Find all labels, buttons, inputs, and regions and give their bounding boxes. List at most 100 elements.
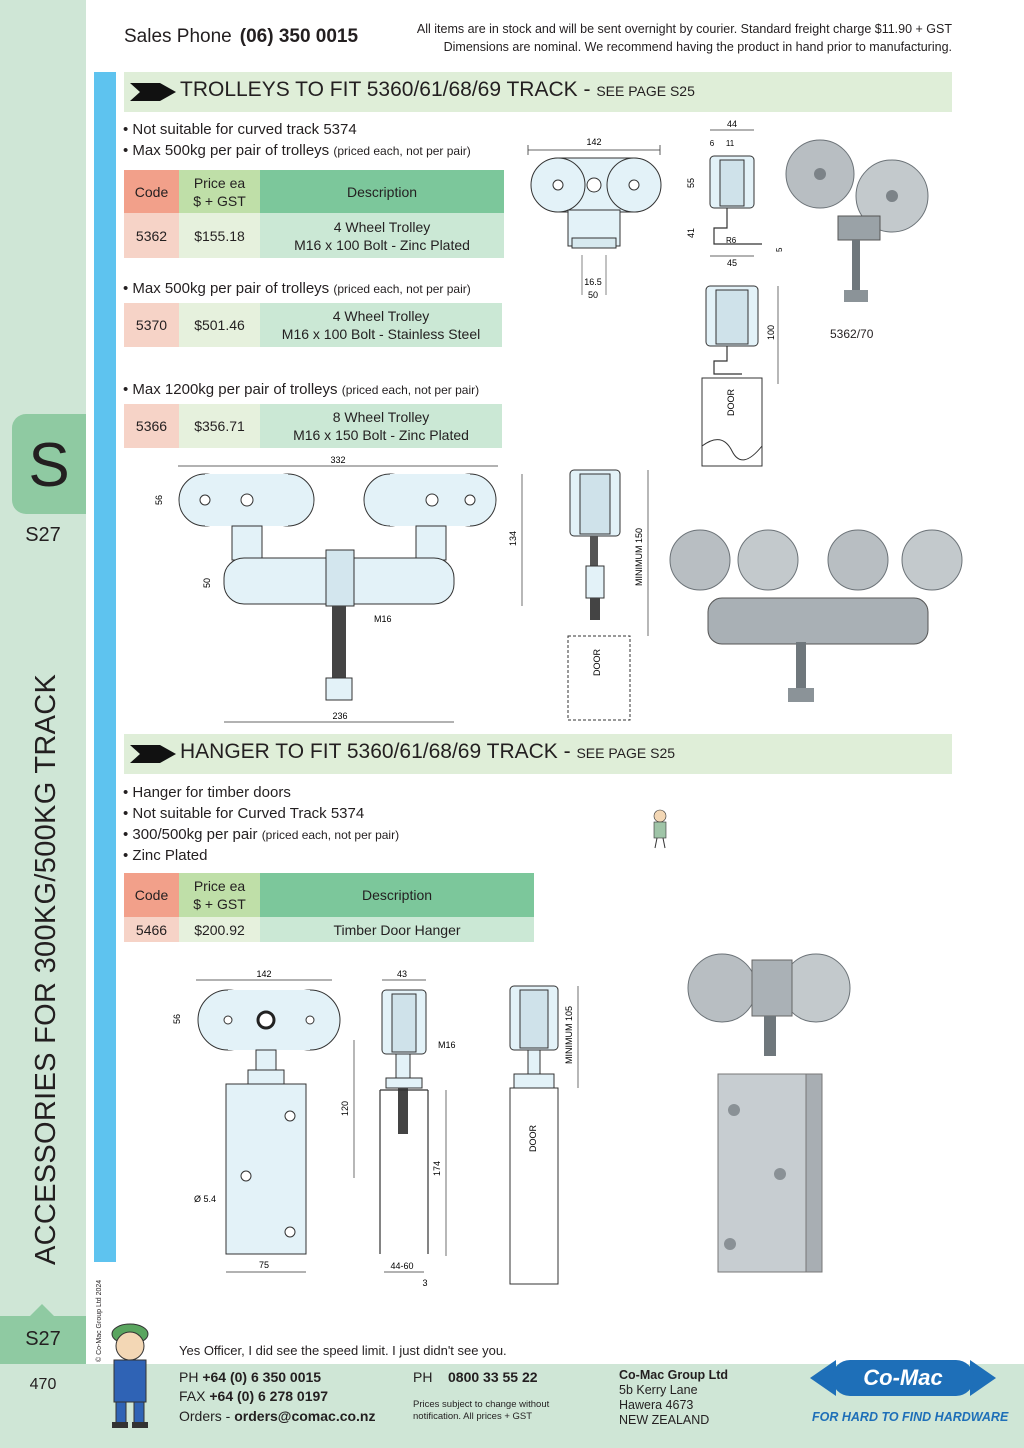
dim-3: 3 [422, 1278, 427, 1288]
footer-fax: FAX +64 (0) 6 278 0197 [179, 1388, 328, 1404]
dim-120: 120 [340, 1101, 350, 1116]
dim-43: 43 [397, 969, 407, 979]
trolleys-bullet-2: • Max 500kg per pair of trolleys (priced… [123, 142, 471, 159]
sales-phone: Sales Phone(06) 350 0015 [124, 26, 358, 48]
trolleys-title-text: TROLLEYS TO FIT 5360/61/68/69 TRACK - [180, 78, 597, 101]
dim-55: 55 [686, 178, 696, 188]
left-sidebar [0, 0, 86, 1448]
door-label-8w: DOOR [592, 648, 602, 676]
dim-142-h: 142 [256, 969, 271, 979]
dim-100: 100 [766, 325, 776, 340]
door-label: DOOR [726, 388, 736, 416]
desc-line-1: 8 Wheel Trolley [332, 409, 430, 425]
trolleys-see-page: SEE PAGE S25 [596, 83, 695, 99]
fax-label: FAX [179, 1388, 206, 1404]
header-price-2: $ + GST [193, 192, 246, 209]
fax-value: +64 (0) 6 278 0197 [209, 1388, 329, 1404]
door-label-h: DOOR [528, 1124, 538, 1152]
header-description: Description [260, 873, 534, 917]
brand-tagline: FOR HARD TO FIND HARDWARE [812, 1410, 1009, 1424]
blue-accent-bar [94, 72, 116, 1262]
sales-phone-label: Sales Phone [124, 26, 232, 47]
desc-line-2: M16 x 150 Bolt - Zinc Plated [293, 427, 469, 443]
address-line-3: NEW ZEALAND [619, 1413, 710, 1427]
table-header-row: Code Price ea$ + GST Description [124, 873, 534, 917]
hanger-front-drawing: 142 56 120 Ø 5.4 75 [172, 969, 355, 1273]
row-code: 5370 [124, 303, 179, 347]
trolleys-title: TROLLEYS TO FIT 5360/61/68/69 TRACK - SE… [180, 78, 695, 102]
dim-16-5: 16.5 [584, 277, 602, 287]
trolley-photo [785, 139, 929, 302]
dim-m16-h: M16 [438, 1040, 456, 1050]
hanger-bullet-1: • Hanger for timber doors [123, 784, 291, 801]
footer-phone: PH +64 (0) 6 350 0015 [179, 1369, 321, 1385]
phone-label: PH [179, 1369, 199, 1385]
arrow-icon [130, 745, 176, 763]
row-price: $501.46 [179, 303, 260, 347]
footer-prices-note: Prices subject to change without notific… [413, 1399, 549, 1423]
dim-75: 75 [259, 1260, 269, 1270]
bullet-3-text: • Max 500kg per pair of trolleys [123, 280, 330, 297]
mascot-mini-icon [653, 809, 667, 849]
bullet-2-text: • Max 500kg per pair of trolleys [123, 142, 330, 159]
header-price-1: Price ea [193, 174, 246, 191]
table-header-row: Code Price ea$ + GST Description [124, 170, 504, 213]
mascot-icon [111, 1323, 149, 1428]
phone-value: +64 (0) 6 350 0015 [202, 1369, 322, 1385]
row-price: $356.71 [179, 404, 260, 448]
header-code: Code [124, 170, 179, 213]
dim-45: 45 [727, 258, 737, 268]
hanger-see-page: SEE PAGE S25 [576, 745, 676, 761]
dim-44-60: 44-60 [390, 1261, 413, 1271]
hanger-bullet-3: • 300/500kg per pair (priced each, not p… [123, 826, 399, 843]
section-letter: S [28, 431, 70, 500]
hanger-title: HANGER TO FIT 5360/61/68/69 TRACK - SEE … [180, 740, 675, 764]
dim-m16: M16 [374, 614, 392, 624]
comac-logo-icon: Co-Mac [810, 1360, 996, 1396]
table-row: 5466 $200.92 Timber Door Hanger [124, 917, 534, 942]
trolleys-bullet-1: • Not suitable for curved track 5374 [123, 121, 357, 138]
logo-text: Co-Mac [863, 1365, 942, 1390]
dim-hole: Ø 5.4 [194, 1194, 216, 1204]
dim-50-8w: 50 [202, 578, 212, 588]
bullet-4-note: (priced each, not per pair) [341, 383, 480, 397]
desc-line-2: M16 x 100 Bolt - Stainless Steel [281, 326, 481, 342]
dim-56-h: 56 [172, 1014, 182, 1024]
sidebar-page-code: S27 [25, 524, 61, 546]
footer-orders: Orders - orders@comac.co.nz [179, 1408, 376, 1424]
header-notice: All items are in stock and will be sent … [352, 20, 952, 56]
trolleys-bullet-3: • Max 500kg per pair of trolleys (priced… [123, 280, 471, 297]
row-price: $155.18 [179, 213, 260, 258]
dim-134: 134 [508, 531, 518, 546]
hanger-photo [687, 953, 851, 1273]
dim-11: 11 [726, 139, 735, 148]
hanger-door-drawing: MINIMUM 105 DOOR [509, 985, 579, 1285]
orders-label: Orders - [179, 1408, 231, 1424]
footer-quote: Yes Officer, I did see the speed limit. … [179, 1343, 507, 1358]
dim-56: 56 [154, 495, 164, 505]
dim-142: 142 [586, 137, 601, 147]
sidebar-bottom-code: S27 [0, 1304, 86, 1364]
dim-50: 50 [588, 290, 598, 300]
section-tab: S [12, 414, 86, 514]
trolley-8wheel-drawing: 332 56 50 134 M16 236 [154, 455, 523, 723]
trolley-side-drawing: 44 6 11 55 41 R6 5 45 100 DOOR [686, 119, 784, 467]
trolley-photo-caption: 5362/70 [830, 327, 874, 341]
dim-44: 44 [727, 119, 737, 129]
orders-email-link[interactable]: orders@comac.co.nz [234, 1408, 376, 1424]
bottom-code-label: S27 [25, 1328, 61, 1350]
trolley-8wheel-photo [669, 529, 963, 702]
page-number: 470 [29, 1376, 57, 1393]
desc-line-1: 4 Wheel Trolley [333, 218, 431, 235]
bullet-2-note: (priced each, not per pair) [333, 144, 471, 158]
row-code: 5362 [124, 213, 179, 258]
dim-236: 236 [332, 711, 347, 721]
row-description: Timber Door Hanger [260, 917, 534, 942]
header-price-2: $ + GST [193, 896, 246, 912]
row-price: $200.92 [179, 917, 260, 942]
